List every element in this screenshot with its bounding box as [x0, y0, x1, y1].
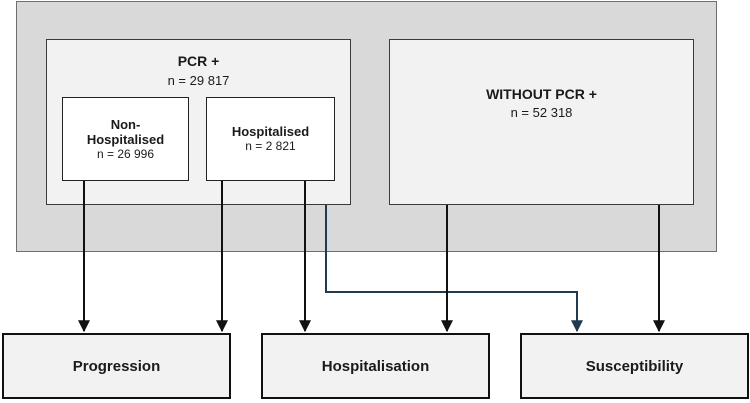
susceptibility-box: Susceptibility [520, 333, 749, 399]
hospitalised-count: n = 2 821 [245, 139, 296, 153]
progression-label: Progression [72, 357, 161, 375]
pcr-positive-title: PCR + [177, 53, 220, 69]
susceptibility-label: Susceptibility [585, 357, 684, 375]
hospitalisation-label: Hospitalisation [321, 357, 430, 375]
hospitalised-title: Hospitalised [231, 124, 310, 139]
progression-box: Progression [2, 333, 231, 399]
hospitalisation-box: Hospitalisation [261, 333, 490, 399]
hospitalised-box: Hospitalised n = 2 821 [206, 97, 335, 181]
pcr-positive-count: n = 29 817 [167, 73, 230, 88]
non-hospitalised-count: n = 26 996 [96, 146, 155, 161]
without-pcr-panel: WITHOUT PCR + n = 52 318 [389, 39, 694, 205]
arrow-pcr-to-susceptibility [325, 205, 583, 333]
non-hospitalised-title-line1: Non- [110, 116, 141, 132]
without-pcr-count: n = 52 318 [510, 105, 573, 120]
non-hospitalised-box: Non- Hospitalised n = 26 996 [62, 97, 189, 181]
without-pcr-title: WITHOUT PCR + [486, 86, 597, 102]
non-hospitalised-title-line2: Hospitalised [86, 131, 165, 147]
